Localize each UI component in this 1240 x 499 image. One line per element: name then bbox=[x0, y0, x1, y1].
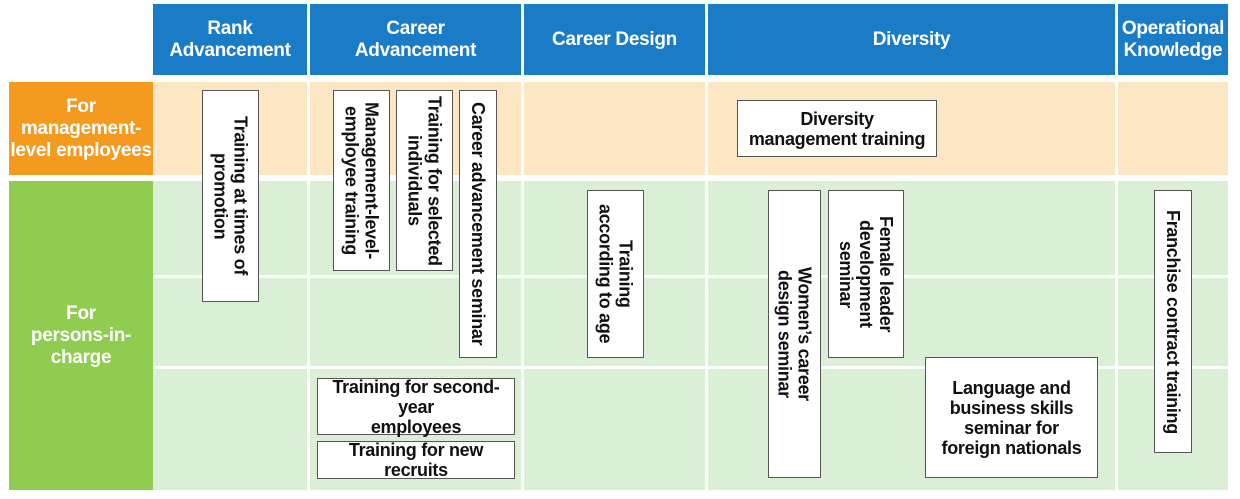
column-divider bbox=[521, 82, 524, 490]
program-franchise-contract-training: Franchise contract training bbox=[1154, 190, 1192, 453]
column-header-label: Operational Knowledge bbox=[1121, 17, 1225, 61]
program-label: Training at times of promotion bbox=[210, 116, 251, 276]
program-language-business-skills-seminar: Language and business skills seminar for… bbox=[925, 357, 1098, 478]
program-label: Career advancement seminar bbox=[468, 102, 488, 346]
program-womens-career-design-seminar: Women’s career design seminar bbox=[768, 190, 821, 478]
column-header-career-advancement: Career Advancement bbox=[310, 4, 521, 75]
column-divider bbox=[307, 82, 310, 490]
program-label: Language and business skills seminar for… bbox=[941, 377, 1082, 458]
row-header-label: For persons-in- charge bbox=[30, 302, 132, 368]
column-header-rank-advancement: Rank Advancement bbox=[153, 4, 307, 75]
program-selected-individuals: Training for selected individuals bbox=[396, 90, 453, 271]
row-header-management: For management- level employees bbox=[9, 82, 153, 175]
program-label: Training for selected individuals bbox=[404, 95, 445, 266]
program-label: Training for new recruits bbox=[348, 440, 484, 480]
program-second-year-employees-training: Training for second-year employees bbox=[317, 376, 515, 437]
column-divider bbox=[1115, 82, 1118, 490]
program-label: Franchise contract training bbox=[1163, 209, 1183, 434]
column-header-label: Diversity bbox=[872, 28, 951, 50]
program-label: Diversity management training bbox=[748, 108, 926, 149]
program-label: Management-level- employee training bbox=[341, 102, 382, 259]
column-header-operational-knowledge: Operational Knowledge bbox=[1118, 4, 1228, 75]
column-divider bbox=[705, 82, 708, 490]
program-female-leader-development-seminar: Female leader development seminar bbox=[828, 190, 904, 358]
column-header-career-design: Career Design bbox=[524, 4, 705, 75]
row-header-label: For management- level employees bbox=[10, 95, 152, 161]
column-header-label: Career Advancement bbox=[354, 17, 477, 61]
program-career-advancement-seminar: Career advancement seminar bbox=[459, 90, 497, 358]
program-training-according-to-age: Training according to age bbox=[587, 190, 644, 358]
row-divider bbox=[153, 275, 1228, 278]
program-label: Women’s career design seminar bbox=[774, 267, 815, 401]
program-training-at-promotion: Training at times of promotion bbox=[202, 90, 259, 302]
program-diversity-management-training: Diversity management training bbox=[737, 100, 937, 157]
management-band bbox=[153, 82, 1228, 175]
program-new-recruits-training: Training for new recruits bbox=[317, 440, 515, 480]
program-management-level-training: Management-level- employee training bbox=[333, 90, 390, 271]
column-header-label: Rank Advancement bbox=[169, 17, 291, 61]
column-header-label: Career Design bbox=[552, 28, 677, 50]
column-header-diversity: Diversity bbox=[708, 4, 1115, 75]
row-divider bbox=[153, 366, 1228, 369]
program-label: Training according to age bbox=[595, 204, 636, 344]
program-label: Female leader development seminar bbox=[836, 215, 896, 333]
program-label: Training for second-year employees bbox=[332, 376, 500, 437]
row-header-persons-in-charge: For persons-in- charge bbox=[9, 181, 153, 490]
